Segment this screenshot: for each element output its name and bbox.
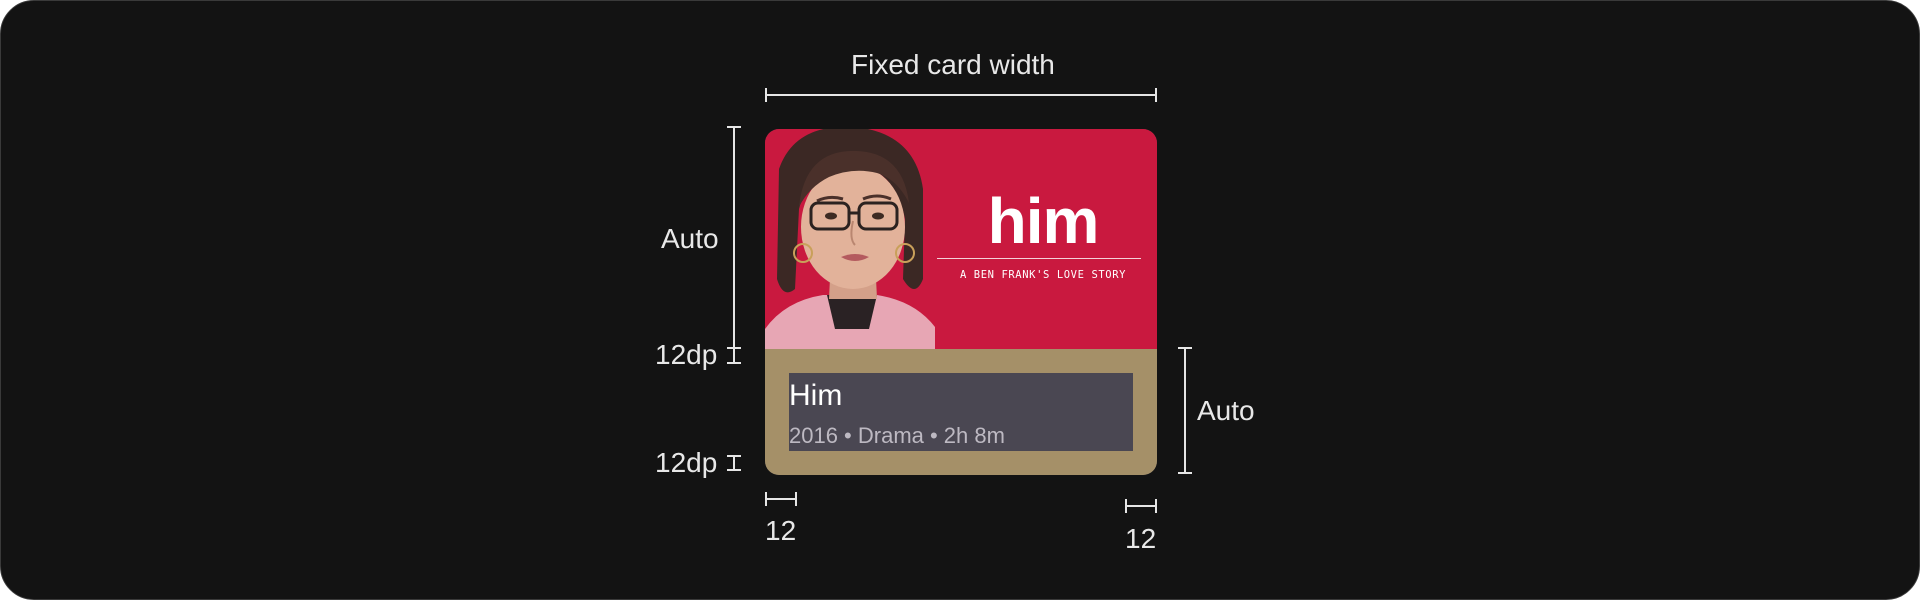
poster-divider [937,258,1141,259]
padding-right-tick-right [1155,499,1157,513]
padding-overlay-bottom [765,451,1157,475]
padding-overlay-top [765,349,1157,373]
poster-title: him [987,185,1100,257]
auto-image-tick-top [727,126,741,128]
movie-card[interactable]: him A BEN FRANK'S LOVE STORY [765,129,1157,475]
fixed-width-label: Fixed card width [851,49,1055,80]
auto-text-line [1184,347,1186,474]
padding-left-line [765,498,797,500]
poster-tagline: A BEN FRANK'S LOVE STORY [959,269,1127,281]
card-title: Him [789,379,843,412]
fixed-width-tick-right [1155,88,1157,102]
padding-bottom-label: 12dp [655,447,718,478]
padding-overlay-right [1133,373,1157,451]
padding-bottom-tick-bottom [727,469,741,471]
padding-right-label: 12 [1125,523,1157,554]
auto-text-tick-top [1178,347,1192,349]
padding-bottom-tick-top [727,455,741,457]
card-subtitle: 2016 • Drama • 2h 8m [789,423,1005,448]
portrait-image [765,129,935,349]
auto-image-tick-bottom [727,347,741,349]
padding-top-tick-bottom [727,362,741,364]
movie-poster: him A BEN FRANK'S LOVE STORY [765,129,1157,349]
padding-right-tick-left [1125,499,1127,513]
auto-image-label: Auto [661,223,719,254]
padding-left-tick-left [765,492,767,506]
auto-image-line [733,126,735,349]
padding-top-line [733,349,735,363]
auto-text-tick-bottom [1178,472,1192,474]
fixed-width-line [765,94,1157,96]
padding-left-label: 12 [765,515,797,546]
padding-overlay-left [765,373,789,451]
padding-left-tick-right [795,492,797,506]
padding-bottom-line [733,455,735,471]
padding-right-line [1125,505,1157,507]
fixed-width-tick-left [765,88,767,102]
padding-top-label: 12dp [655,339,718,370]
auto-text-label: Auto [1197,395,1255,426]
